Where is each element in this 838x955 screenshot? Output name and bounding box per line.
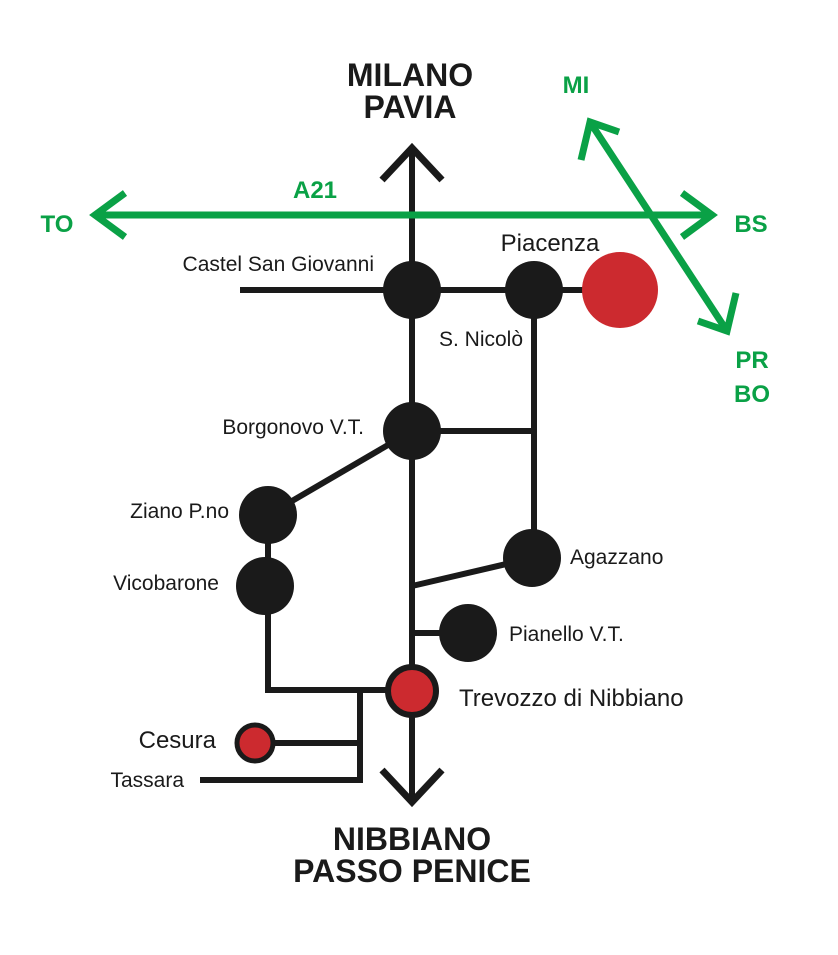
road-vicobarone-trevozzo <box>265 586 412 693</box>
label-tassara: Tassara <box>110 769 184 792</box>
highway-west-label: TO <box>41 211 74 238</box>
node-castel-san-giovanni <box>383 261 441 319</box>
node-ziano <box>239 486 297 544</box>
label-trevozzo: Trevozzo di Nibbiano <box>459 685 684 712</box>
south-heading-line2: PASSO PENICE <box>293 853 531 889</box>
node-pianello <box>439 604 497 662</box>
label-agazzano: Agazzano <box>570 546 663 569</box>
town-nodes <box>234 252 658 764</box>
main-road-south-arrow <box>379 767 445 808</box>
label-s-nicolo: S. Nicolò <box>439 328 523 351</box>
north-heading-line2: PAVIA <box>363 89 456 125</box>
highway-east-label: BS <box>734 211 767 238</box>
label-vicobarone: Vicobarone <box>113 572 219 595</box>
label-castel-san-giovanni: Castel San Giovanni <box>183 253 374 276</box>
label-cesura: Cesura <box>139 727 217 754</box>
label-piacenza: Piacenza <box>501 230 600 257</box>
north-heading-line1: MILANO <box>347 57 473 93</box>
road-tassara <box>200 690 363 783</box>
south-heading-line1: NIBBIANO <box>333 821 491 857</box>
highway-diagonal-line <box>587 120 730 333</box>
highway-southeast-label-line1: PR <box>735 347 768 374</box>
node-vicobarone <box>236 557 294 615</box>
highway-name-label: A21 <box>293 177 337 204</box>
label-borgonovo: Borgonovo V.T. <box>222 416 364 439</box>
node-s-nicolo <box>505 261 563 319</box>
highway-southeast-label-line2: BO <box>734 381 770 408</box>
node-piacenza <box>582 252 658 328</box>
label-pianello: Pianello V.T. <box>509 623 624 646</box>
node-cesura <box>234 722 276 764</box>
highway-a21 <box>89 117 740 336</box>
highway-northeast-arrow <box>577 117 621 161</box>
node-borgonovo <box>383 402 441 460</box>
main-road-north-arrow <box>379 142 445 183</box>
highway-east-arrow <box>679 190 718 240</box>
highway-southeast-arrow <box>696 292 740 336</box>
node-agazzano <box>503 529 561 587</box>
label-ziano: Ziano P.no <box>130 500 229 523</box>
node-trevozzo <box>385 664 439 718</box>
highway-west-arrow <box>89 190 128 240</box>
highway-northeast-label: MI <box>563 72 590 99</box>
